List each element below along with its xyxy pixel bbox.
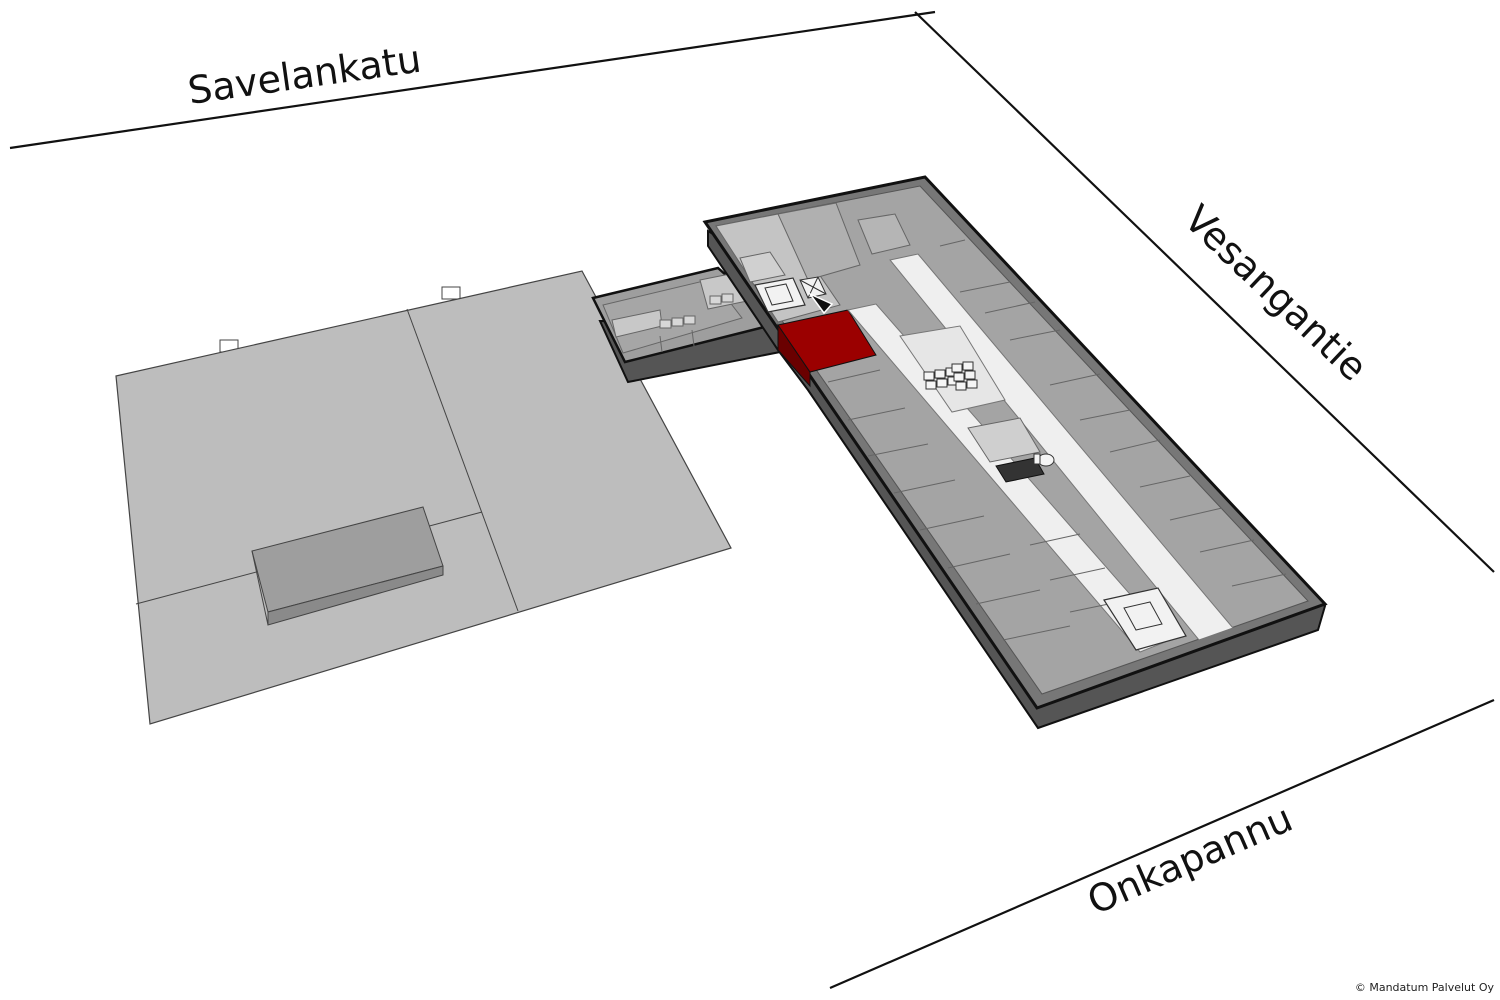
highlighted-space	[777, 309, 877, 388]
street-line-north	[9, 10, 936, 150]
rooftop-structure-side	[267, 565, 444, 626]
room	[739, 251, 786, 283]
room-dividers-west	[827, 369, 1129, 641]
street-lines	[9, 10, 1495, 990]
street-label-savelankatu: Savelankatu	[185, 37, 424, 113]
street-label-onkapannu: Onkapannu	[1081, 796, 1299, 923]
staircase-icon	[923, 361, 978, 391]
entrance-arrow-icon	[807, 292, 834, 315]
main-building	[591, 175, 1328, 730]
room	[857, 213, 911, 255]
street-line-south	[829, 698, 1495, 990]
service-room-dark	[995, 457, 1045, 483]
west-wing	[591, 266, 783, 384]
copyright-notice: © Mandatum Palvelut Oy	[1354, 981, 1494, 994]
neighbor-building	[115, 270, 732, 725]
service-room	[967, 417, 1041, 463]
toilet-icon	[1033, 453, 1055, 467]
south-staircase-icon	[1103, 587, 1187, 651]
room	[777, 202, 861, 281]
street-line-east	[914, 11, 1495, 573]
elevator-icon	[754, 276, 827, 313]
main-corridor	[889, 253, 1234, 641]
highlighted-space-floor	[777, 309, 877, 373]
room-dividers-east	[939, 239, 1287, 587]
roof-vent	[441, 286, 461, 300]
